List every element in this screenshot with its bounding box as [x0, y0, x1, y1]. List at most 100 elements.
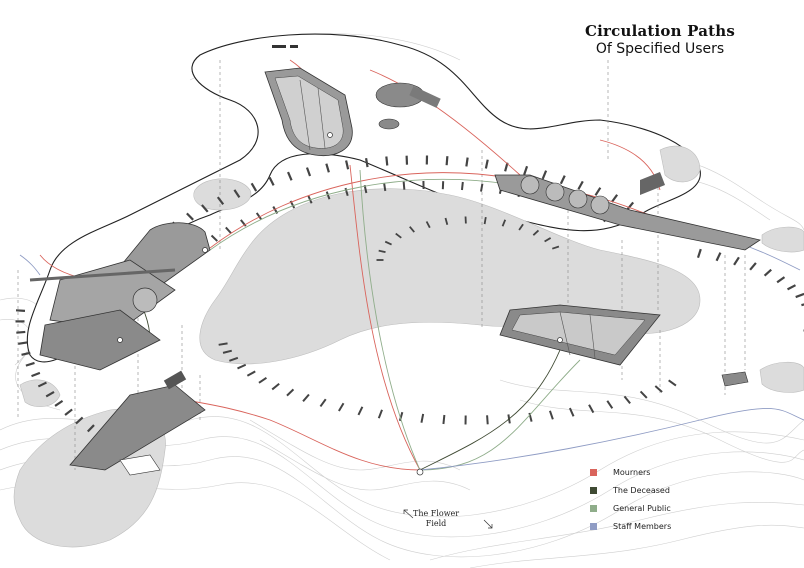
pillar	[444, 217, 449, 226]
pillar	[250, 182, 258, 192]
pillar	[364, 157, 369, 168]
pillar	[465, 157, 469, 167]
pillar	[501, 219, 507, 227]
legend: Mourners The Deceased General Public Sta…	[590, 463, 671, 535]
building-central-east	[499, 304, 661, 366]
pillar	[425, 221, 431, 229]
pillar	[749, 262, 757, 271]
pillar	[201, 204, 209, 213]
pillar	[606, 400, 614, 409]
pillar	[25, 361, 35, 367]
diagram-title: Circulation Paths	[584, 22, 736, 40]
pillar	[286, 388, 295, 397]
legend-swatch	[590, 486, 597, 494]
pillar	[395, 232, 402, 239]
pillar	[383, 182, 387, 192]
pillar	[518, 223, 524, 231]
pillar	[229, 356, 239, 362]
pillar	[442, 414, 446, 425]
pillar	[484, 159, 489, 169]
pillar	[237, 363, 247, 370]
pillar	[639, 390, 648, 399]
pillar	[532, 229, 540, 236]
pillar	[409, 226, 415, 233]
pillar	[402, 181, 406, 190]
pillar	[233, 189, 241, 198]
flower-field-label-line2: Field	[425, 519, 447, 528]
legend-swatch	[590, 522, 597, 530]
pillar	[486, 415, 489, 425]
pillar	[548, 410, 554, 420]
pillar	[696, 248, 702, 259]
diagram-subtitle: Of Specified Users	[595, 41, 725, 57]
pillar	[218, 342, 228, 346]
pillar	[18, 341, 28, 345]
pillar	[186, 212, 194, 221]
pillar	[305, 167, 312, 177]
pillar	[610, 194, 619, 203]
building-east-bridge	[494, 172, 761, 387]
pillar	[588, 404, 595, 414]
pillar	[441, 181, 445, 190]
pillar	[787, 284, 796, 291]
pillar	[405, 155, 409, 165]
pillar	[287, 171, 293, 181]
pillar	[568, 407, 575, 417]
pillar	[464, 216, 467, 224]
pillar	[363, 184, 368, 194]
pillar	[594, 187, 602, 196]
pillar	[357, 406, 364, 416]
pillar	[626, 201, 635, 211]
legend-label: The Deceased	[613, 485, 670, 495]
pillar	[325, 191, 331, 200]
pillar	[255, 212, 263, 221]
pillar	[623, 395, 631, 405]
top-marks	[272, 45, 298, 48]
pillar	[31, 371, 41, 378]
pillar	[559, 175, 566, 185]
title-block: Circulation Paths Of Specified Users	[560, 22, 760, 57]
pillar	[733, 256, 740, 266]
building-west-upper	[29, 222, 211, 371]
pillar	[801, 302, 804, 307]
legend-label: Staff Members	[613, 521, 672, 531]
pillar	[445, 156, 449, 166]
pillar	[384, 240, 392, 246]
pillar	[480, 183, 484, 192]
pillar	[378, 249, 386, 254]
pillar	[377, 409, 383, 419]
legend-item: Mourners	[590, 463, 671, 481]
pillar	[210, 234, 218, 242]
pillar	[302, 393, 310, 402]
legend-swatch	[590, 468, 597, 476]
pillar	[271, 382, 280, 391]
pillar	[345, 160, 350, 170]
pillar	[776, 276, 786, 284]
pillar	[216, 196, 225, 205]
pillar	[425, 155, 429, 165]
building-southwest	[69, 370, 206, 476]
pillar	[523, 165, 529, 176]
pillar	[15, 309, 26, 312]
pillar	[222, 349, 233, 354]
pillar	[385, 156, 389, 166]
pillar	[338, 402, 345, 412]
legend-label: General Public	[613, 503, 671, 513]
pillar	[795, 292, 804, 299]
pillar	[319, 398, 327, 408]
pillar	[246, 370, 256, 377]
pillar	[268, 176, 275, 186]
pillar	[763, 268, 772, 277]
pillar	[75, 416, 84, 425]
pillar	[54, 399, 64, 407]
pillar	[398, 411, 404, 422]
pillar	[376, 259, 384, 261]
pillar	[258, 376, 267, 384]
pillar	[483, 216, 487, 225]
legend-label: Mourners	[613, 467, 651, 477]
pillar	[504, 162, 509, 172]
path-nodes	[117, 132, 563, 476]
legend-item: General Public	[590, 499, 671, 517]
pillar	[544, 237, 552, 243]
